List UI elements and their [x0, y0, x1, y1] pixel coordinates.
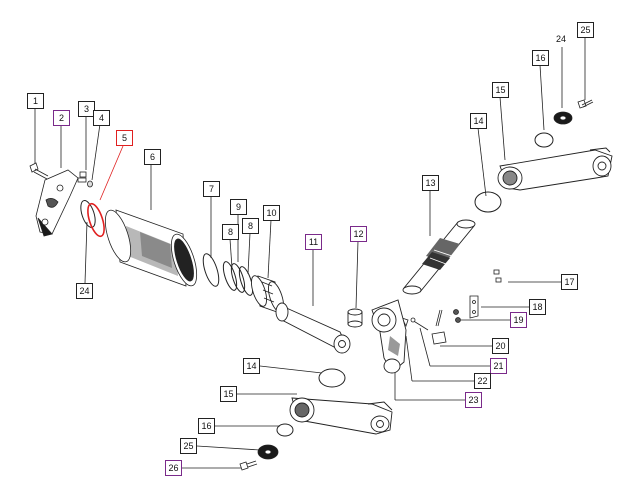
part-20-pin: [431, 309, 447, 345]
label-part-11[interactable]: 11: [305, 234, 322, 250]
label-part-20[interactable]: 20: [492, 338, 509, 354]
part-6-cylinder: [104, 209, 198, 287]
label-part-24-upper[interactable]: 24: [556, 34, 567, 44]
part-23-bellcrank: [371, 299, 407, 374]
label-part-15-upper[interactable]: 15: [492, 82, 509, 98]
part-16-ring-upper: [534, 132, 554, 148]
label-part-9[interactable]: 9: [230, 199, 247, 215]
label-part-17[interactable]: 17: [561, 274, 578, 290]
part-25-washer-lower: [257, 444, 279, 460]
part-19-nuts: [453, 309, 461, 323]
label-part-8-first[interactable]: 8: [222, 224, 239, 240]
label-part-19[interactable]: 19: [510, 312, 527, 328]
part-26-bolt-lower: [239, 460, 258, 471]
label-part-6[interactable]: 6: [144, 149, 161, 165]
label-part-12[interactable]: 12: [350, 226, 367, 242]
part-24-washer-upper: [553, 111, 573, 125]
label-part-15-lower[interactable]: 15: [220, 386, 237, 402]
part-5-o-ring: [87, 202, 105, 238]
part-8-9-rings: [222, 261, 254, 296]
part-1-bolt: [29, 162, 49, 180]
label-part-26[interactable]: 26: [165, 460, 182, 476]
label-part-25-upper[interactable]: 25: [577, 22, 594, 38]
label-part-14-upper[interactable]: 14: [470, 113, 487, 129]
part-25-bolt-upper: [577, 99, 594, 109]
label-part-7[interactable]: 7: [203, 181, 220, 197]
label-part-16-upper[interactable]: 16: [532, 50, 549, 66]
part-11-rod: [275, 302, 351, 354]
part-12-bushing: [347, 308, 363, 328]
label-part-13[interactable]: 13: [422, 175, 439, 191]
part-15-arm-lower: [289, 397, 393, 435]
label-part-24-lower[interactable]: 24: [76, 283, 93, 299]
label-part-21[interactable]: 21: [490, 358, 507, 374]
part-2-flange: [35, 169, 79, 237]
label-part-3[interactable]: 3: [78, 101, 95, 117]
label-part-4[interactable]: 4: [93, 110, 110, 126]
part-14-ring-upper: [474, 191, 502, 213]
label-part-1[interactable]: 1: [27, 93, 44, 109]
part-13-shaft: [402, 219, 476, 295]
label-part-25-lower[interactable]: 25: [180, 438, 197, 454]
label-part-16-lower[interactable]: 16: [198, 418, 215, 434]
part-7-ring: [202, 253, 220, 287]
label-part-23[interactable]: 23: [465, 392, 482, 408]
part-14-ring-lower: [318, 368, 346, 388]
label-part-14-lower[interactable]: 14: [243, 358, 260, 374]
part-3-fitting: [77, 171, 87, 183]
part-4-ring: [87, 180, 93, 188]
leader-lines: [34, 38, 586, 469]
label-part-2[interactable]: 2: [53, 110, 70, 126]
part-21-pin: [410, 317, 429, 331]
part-15-arm-upper: [497, 147, 613, 191]
label-part-18[interactable]: 18: [529, 299, 546, 315]
part-18-bracket: [469, 295, 479, 319]
label-part-8-second[interactable]: 8: [242, 218, 259, 234]
part-17-nuts: [493, 269, 502, 283]
label-part-10[interactable]: 10: [263, 205, 280, 221]
label-part-22[interactable]: 22: [474, 373, 491, 389]
part-16-ring-lower: [276, 423, 294, 437]
label-part-5[interactable]: 5: [116, 130, 133, 146]
